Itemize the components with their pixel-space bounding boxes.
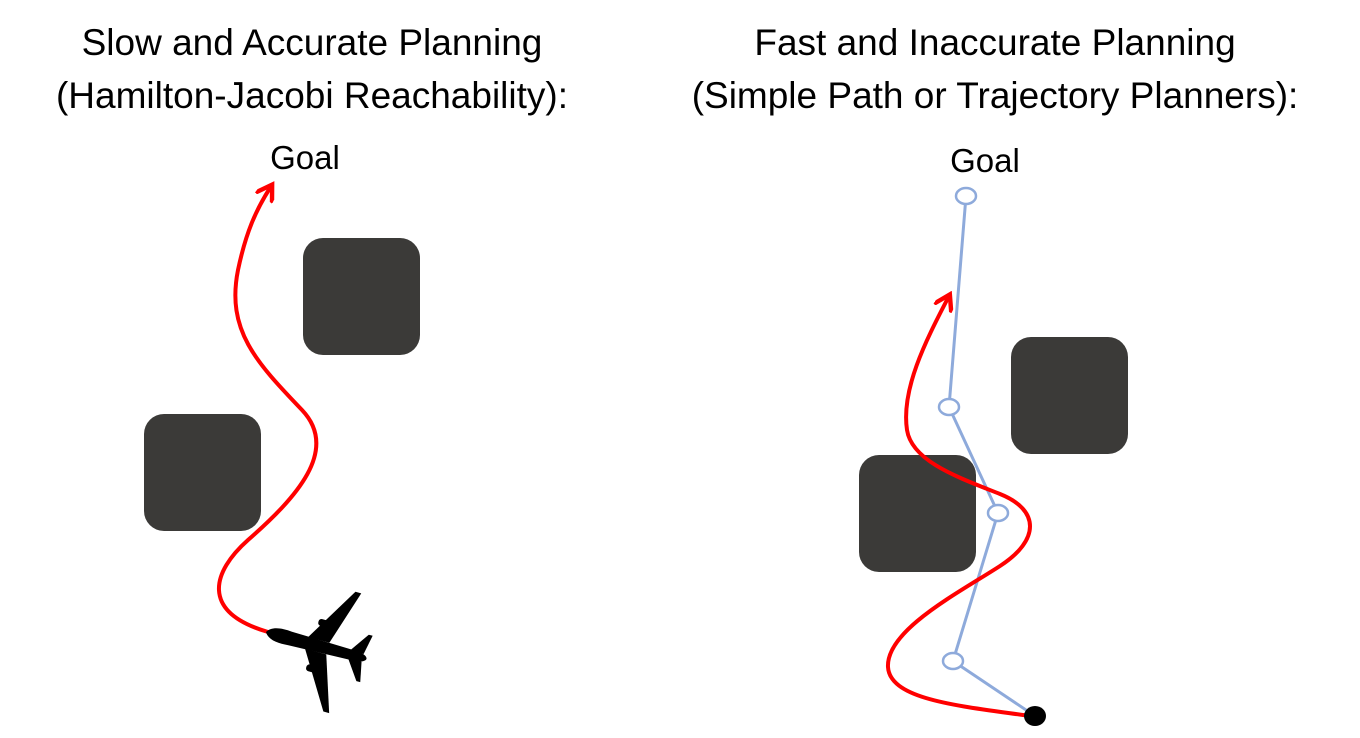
right-goal-label: Goal: [950, 142, 1020, 179]
obstacle: [1011, 337, 1128, 454]
obstacle: [859, 455, 976, 572]
obstacle: [144, 414, 261, 531]
reachability-trajectory: [217, 188, 319, 634]
vehicle-dot: [1024, 706, 1046, 726]
airplane-icon: [266, 591, 373, 714]
waypoint: [954, 186, 978, 206]
obstacle: [303, 238, 420, 355]
left-panel: Slow and Accurate Planning (Hamilton-Jac…: [56, 22, 568, 714]
waypoint: [986, 503, 1010, 523]
right-title-line1: Fast and Inaccurate Planning: [754, 22, 1235, 63]
left-title-line2: (Hamilton-Jacobi Reachability):: [56, 75, 568, 116]
right-panel: Fast and Inaccurate Planning (Simple Pat…: [692, 22, 1299, 726]
actual-trajectory: [885, 298, 1032, 718]
right-title-line2: (Simple Path or Trajectory Planners):: [692, 75, 1299, 116]
waypoint: [941, 651, 965, 671]
left-title-line1: Slow and Accurate Planning: [82, 22, 543, 63]
left-goal-label: Goal: [270, 139, 340, 176]
waypoint: [937, 397, 961, 417]
